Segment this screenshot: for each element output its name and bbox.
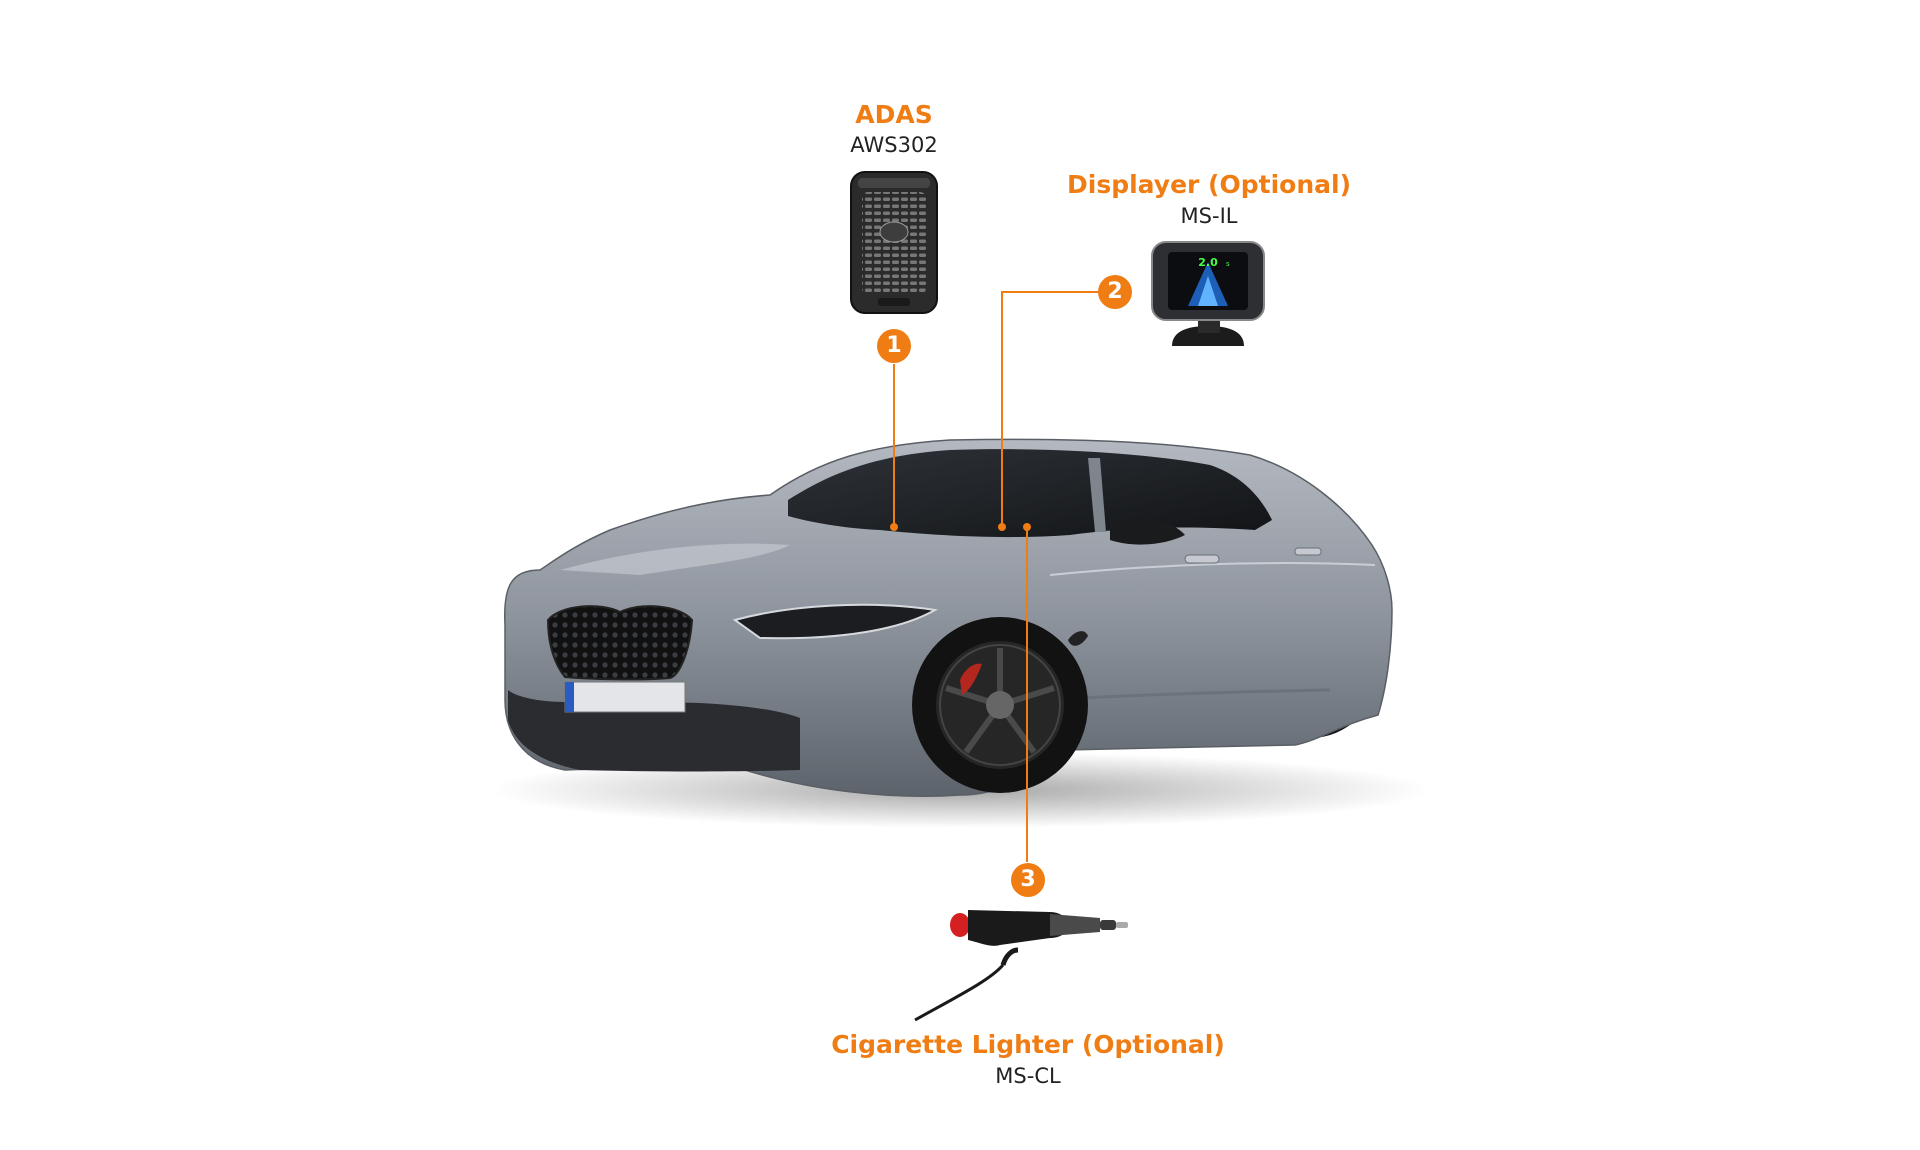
connector-line-2 [1001, 291, 1102, 527]
connection-lines [893, 291, 1102, 862]
adas-model: AWS302 [850, 133, 938, 157]
front-wheel [912, 617, 1088, 793]
front-grille [546, 605, 694, 681]
cigarette-lighter-model: MS-CL [995, 1064, 1061, 1088]
step-badge-3: 3 [1011, 863, 1045, 897]
display-screen-value: 2.0 [1198, 256, 1218, 269]
connection-points [890, 523, 1031, 531]
displayer-title: Displayer (Optional) [1067, 170, 1351, 199]
display-screen-unit: s [1226, 260, 1230, 268]
adas-title: ADAS [855, 100, 933, 129]
adas-camera-device-icon [850, 171, 938, 314]
dashboard-display-unit-icon: 2.0 s [1151, 241, 1265, 346]
step-badge-1: 1 [877, 329, 911, 363]
car-windows [788, 449, 1272, 538]
cigarette-lighter-plug-icon [914, 910, 1128, 1022]
sedan-car-icon [490, 438, 1430, 828]
license-plate [564, 681, 686, 713]
displayer-model: MS-IL [1180, 204, 1238, 228]
headlight [732, 603, 938, 640]
cigarette-lighter-title: Cigarette Lighter (Optional) [831, 1030, 1225, 1059]
step-badge-2: 2 [1098, 275, 1132, 309]
